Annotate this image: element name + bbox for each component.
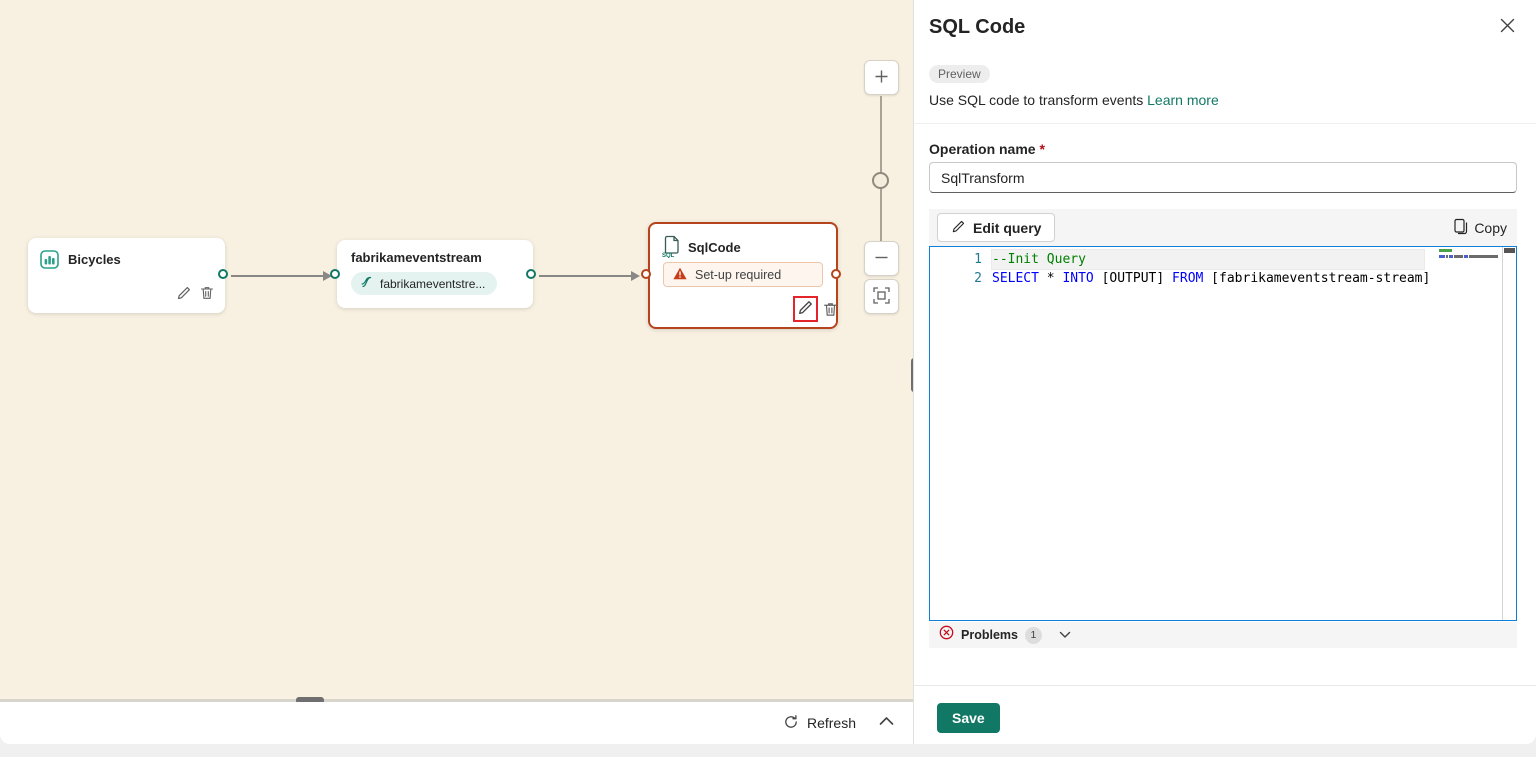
eventstream-badge-label: fabrikameventstre... xyxy=(380,276,486,291)
connector-eventstream-out[interactable] xyxy=(526,269,536,279)
editor-toolbar: Edit query Copy xyxy=(929,209,1517,246)
preview-badge: Preview xyxy=(929,65,990,83)
highlight-box xyxy=(793,296,818,322)
canvas-footer: Refresh xyxy=(0,702,913,744)
edit-query-button[interactable]: Edit query xyxy=(937,213,1056,242)
edit-node-button[interactable] xyxy=(797,299,814,319)
chevron-down-icon[interactable] xyxy=(1058,628,1072,642)
node-eventstream[interactable]: fabrikameventstream fabrikameventstre... xyxy=(337,240,533,308)
pencil-icon xyxy=(797,299,814,319)
refresh-icon xyxy=(783,714,799,733)
editor-scrollbar-thumb[interactable] xyxy=(1504,248,1515,253)
canvas-hscrollbar-thumb[interactable] xyxy=(296,697,324,704)
operation-name-label: Operation name * xyxy=(929,141,1045,157)
delete-node-button[interactable] xyxy=(199,285,215,304)
node-title: fabrikameventstream xyxy=(351,250,482,265)
arrowhead-icon xyxy=(323,271,332,281)
error-icon xyxy=(939,625,954,645)
refresh-label: Refresh xyxy=(806,715,856,731)
warning-label: Set-up required xyxy=(695,267,782,282)
connector-sqlcode-out[interactable] xyxy=(831,269,841,279)
eventstream-badge: fabrikameventstre... xyxy=(351,272,498,295)
edit-query-label: Edit query xyxy=(973,219,1042,236)
canvas-panel-divider xyxy=(913,0,914,744)
divider xyxy=(914,123,1536,124)
canvas-hscrollbar-track[interactable] xyxy=(0,699,913,702)
connector-sqlcode-in[interactable] xyxy=(641,269,651,279)
copy-button[interactable]: Copy xyxy=(1453,218,1507,238)
required-asterisk: * xyxy=(1039,141,1045,157)
panel-description: Use SQL code to transform events Learn m… xyxy=(929,92,1219,108)
problems-count-badge: 1 xyxy=(1024,626,1042,644)
node-sqlcode[interactable]: SQL SqlCode Set-up required xyxy=(648,222,838,329)
problems-bar[interactable]: Problems 1 xyxy=(929,622,1517,648)
description-text: Use SQL code to transform events xyxy=(929,92,1144,108)
setup-required-warning: Set-up required xyxy=(663,262,823,287)
chevron-up-icon xyxy=(878,713,895,733)
close-icon xyxy=(1499,18,1516,37)
edge-bicycles-to-eventstream xyxy=(231,275,325,277)
fit-to-view-button[interactable] xyxy=(864,279,899,314)
arrowhead-icon xyxy=(631,271,640,281)
eventstream-canvas[interactable]: Bicycles fabrikameventstream fabrikameve… xyxy=(0,0,913,700)
warning-icon xyxy=(673,267,687,283)
trash-icon xyxy=(822,301,839,321)
sql-document-icon: SQL xyxy=(662,235,683,263)
connector-bicycles-out[interactable] xyxy=(218,269,228,279)
problems-label: Problems xyxy=(961,628,1018,642)
copy-label: Copy xyxy=(1474,219,1507,236)
operation-name-text: Operation name xyxy=(929,141,1036,157)
connector-eventstream-in[interactable] xyxy=(330,269,340,279)
minus-icon xyxy=(874,250,889,268)
learn-more-link[interactable]: Learn more xyxy=(1147,92,1219,108)
close-panel-button[interactable] xyxy=(1499,17,1516,37)
plus-icon xyxy=(874,69,889,87)
trash-icon xyxy=(199,285,215,304)
edit-node-button[interactable] xyxy=(176,285,192,304)
svg-text:SQL: SQL xyxy=(662,253,675,258)
zoom-slider-track[interactable] xyxy=(880,96,882,244)
delete-node-button[interactable] xyxy=(822,301,839,321)
edge-eventstream-to-sqlcode xyxy=(539,275,633,277)
zoom-in-button[interactable] xyxy=(864,60,899,95)
bar-chart-icon xyxy=(40,250,59,274)
node-bicycles[interactable]: Bicycles xyxy=(28,238,225,313)
panel-title: SQL Code xyxy=(929,16,1026,38)
node-title: SqlCode xyxy=(688,240,741,255)
divider xyxy=(914,685,1536,686)
save-button[interactable]: Save xyxy=(937,703,1000,733)
fit-view-icon xyxy=(873,286,890,307)
collapse-panel-button[interactable] xyxy=(878,713,895,733)
pencil-icon xyxy=(951,219,966,237)
zoom-slider-handle[interactable] xyxy=(872,172,889,189)
zoom-out-button[interactable] xyxy=(864,241,899,276)
editor-minimap[interactable] xyxy=(1437,247,1503,620)
node-title: Bicycles xyxy=(68,252,121,267)
stream-icon xyxy=(360,275,374,292)
refresh-button[interactable]: Refresh xyxy=(783,714,856,733)
copy-icon xyxy=(1453,218,1469,238)
sql-code-panel: SQL Code Preview Use SQL code to transfo… xyxy=(914,0,1536,744)
pencil-icon xyxy=(176,285,192,304)
operation-name-input[interactable] xyxy=(929,162,1517,193)
